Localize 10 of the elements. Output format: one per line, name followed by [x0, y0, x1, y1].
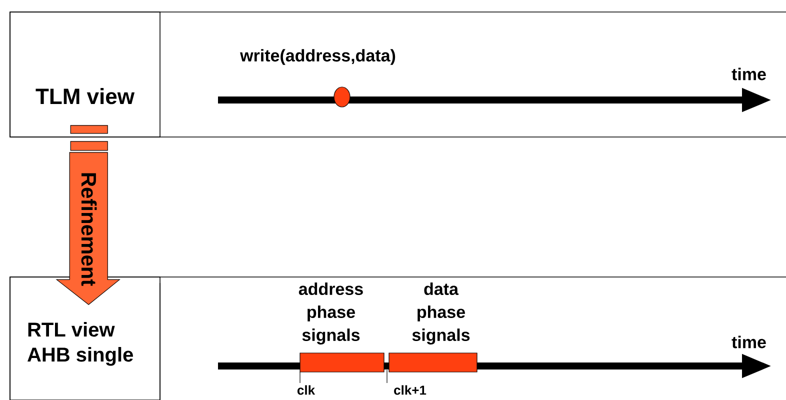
event-dot — [334, 86, 350, 108]
phase-label: data phase signals — [412, 282, 470, 344]
axis-label: time — [732, 336, 766, 348]
view-box: TLM view — [10, 12, 160, 138]
axis-label: time — [732, 68, 766, 80]
clock-label: clk+1 — [394, 385, 426, 395]
phase-label: address phase signals — [298, 282, 363, 344]
clock-label: clk — [297, 385, 316, 395]
event-label: write(address,data) — [240, 49, 396, 65]
block-arrow — [56, 125, 120, 305]
